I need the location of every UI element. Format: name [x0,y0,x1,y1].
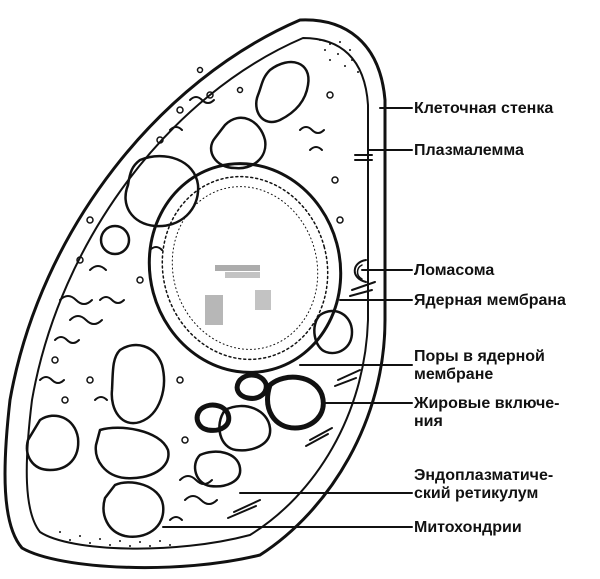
mitochondrion [99,224,131,256]
membrane-segments [227,154,376,519]
mitochondrion [102,481,165,538]
mitochondrion [255,60,310,124]
plasmalemma [25,37,369,550]
fat-droplet [265,374,326,431]
cell-wall-outer [3,18,387,570]
leader-lines [162,107,413,528]
label-mitochondria: Митохондрии [414,519,522,536]
mitochondrion [313,309,354,355]
er-squiggles [39,96,325,521]
label-plasmalemma: Плазмалемма [414,142,524,159]
label-nuclear-pores-line1: Поры в ядерной [414,348,545,365]
mitochondrion [94,426,170,480]
nuclear-membrane-outer [147,162,343,374]
nucleoplasm-border [171,186,319,350]
lomasome [353,259,367,283]
mitochondria-group [25,60,354,538]
label-nuclear-membrane: Ядерная мембрана [414,292,566,309]
mitochondrion [209,116,267,170]
mitochondrion [218,404,272,452]
mitochondrion [124,155,200,228]
fat-inclusions [194,372,326,433]
label-er-line2: ский ретикулум [414,485,539,502]
label-lomasome: Ломасома [414,262,495,279]
nuclear-membrane-inner [161,175,329,361]
label-er-line1: Эндоплазматиче- [414,467,554,484]
fat-droplet [194,402,232,433]
mitochondrion [193,450,242,488]
mitochondrion [25,414,80,472]
nucleolus [205,265,271,325]
mitochondrion [110,343,166,425]
vesicles [51,66,344,444]
label-fat-line2: ния [414,413,443,430]
fat-droplet [234,372,269,401]
label-fat-line1: Жировые включе- [414,395,560,412]
wall-stipple [59,39,359,547]
label-nuclear-pores-line2: мембране [414,366,494,383]
label-cell-wall: Клеточная стенка [414,100,554,117]
